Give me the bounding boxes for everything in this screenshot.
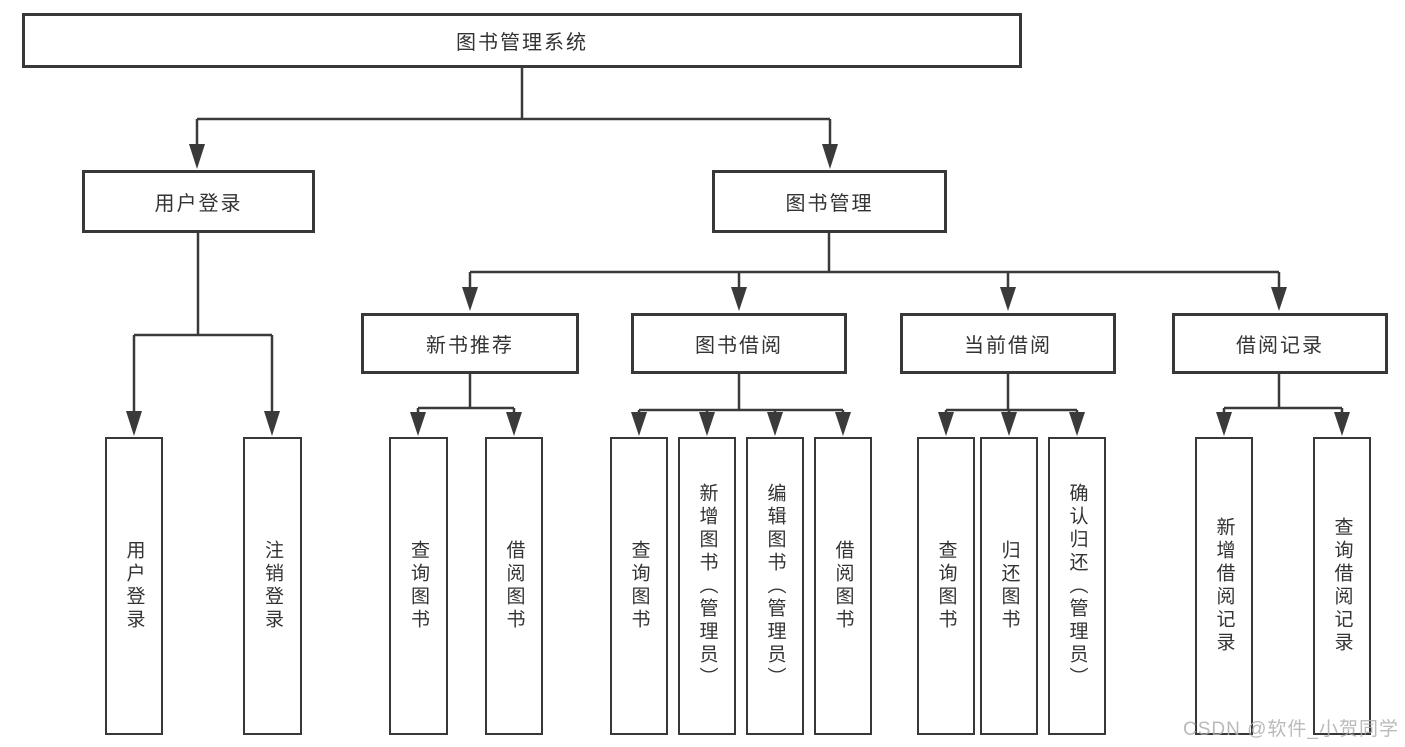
- arrow-down-icon: [189, 144, 205, 169]
- node-leaf-bb-query-book: 查询图书: [610, 437, 668, 735]
- node-leaf-user-login: 用户登录: [105, 437, 163, 735]
- arrow-down-icon: [835, 412, 851, 436]
- node-book-management-label: 图书管理: [785, 193, 874, 215]
- node-current-borrow-label: 当前借阅: [964, 335, 1052, 357]
- node-leaf-cb-return-book-label: 归还图书: [998, 540, 1020, 632]
- arrow-down-icon: [631, 412, 647, 436]
- connector-bookmgmt-to-level3: [468, 233, 1281, 289]
- node-leaf-bb-add-book-admin: 新增图书（管理员）: [678, 437, 736, 735]
- connector-borrowrecord-to-children: [1222, 374, 1344, 414]
- arrow-down-icon: [410, 412, 426, 436]
- node-leaf-rec-borrow-book: 借阅图书: [485, 437, 543, 735]
- arrow-down-icon: [938, 412, 954, 436]
- connector-bookborrow-to-children: [637, 374, 845, 414]
- arrow-down-icon: [1069, 412, 1085, 436]
- arrow-down-icon: [1216, 412, 1232, 436]
- csdn-watermark: CSDN @软件_小贺同学: [1183, 719, 1399, 740]
- arrowhead-layer: [126, 144, 1350, 436]
- node-leaf-br-query-record: 查询借阅记录: [1313, 437, 1371, 735]
- node-leaf-cb-query-book-label: 查询图书: [935, 540, 957, 632]
- connector-currentborrow-to-children: [944, 374, 1079, 414]
- node-borrow-record-label: 借阅记录: [1236, 335, 1324, 357]
- node-leaf-user-login-label: 用户登录: [123, 540, 145, 632]
- node-leaf-bb-add-book-admin-label: 新增图书（管理员）: [696, 482, 718, 690]
- node-leaf-rec-query-book-label: 查询图书: [408, 540, 429, 632]
- arrow-down-icon: [767, 412, 783, 436]
- connector-newbookrec-to-children: [416, 374, 516, 414]
- node-leaf-rec-query-book: 查询图书: [389, 437, 448, 735]
- arrow-down-icon: [126, 411, 142, 436]
- node-root-label: 图书管理系统: [456, 32, 588, 54]
- node-leaf-br-add-record-label: 新增借阅记录: [1213, 517, 1235, 655]
- node-leaf-cb-confirm-return-admin-label: 确认归还（管理员）: [1066, 482, 1088, 690]
- node-leaf-br-query-record-label: 查询借阅记录: [1331, 517, 1353, 655]
- node-leaf-bb-borrow-book-label: 借阅图书: [832, 540, 854, 632]
- arrow-down-icon: [264, 411, 280, 436]
- arrow-down-icon: [699, 412, 715, 436]
- node-book-borrow: 图书借阅: [631, 313, 847, 374]
- node-leaf-logout-label: 注销登录: [262, 540, 283, 632]
- node-new-book-recommend: 新书推荐: [361, 313, 579, 374]
- node-leaf-bb-edit-book-admin-label: 编辑图书（管理员）: [764, 482, 786, 690]
- node-user-login-label: 用户登录: [154, 193, 243, 215]
- arrow-down-icon: [822, 144, 838, 169]
- node-new-book-recommend-label: 新书推荐: [426, 335, 514, 357]
- node-leaf-br-add-record: 新增借阅记录: [1195, 437, 1253, 735]
- node-leaf-bb-borrow-book: 借阅图书: [814, 437, 872, 735]
- arrow-down-icon: [731, 287, 747, 311]
- node-leaf-cb-confirm-return-admin: 确认归还（管理员）: [1048, 437, 1106, 735]
- node-user-login: 用户登录: [82, 170, 315, 233]
- arrow-down-icon: [506, 412, 522, 436]
- node-leaf-bb-query-book-label: 查询图书: [628, 540, 650, 632]
- node-leaf-rec-borrow-book-label: 借阅图书: [503, 540, 525, 632]
- connector-root-to-level2: [195, 68, 832, 146]
- node-borrow-record: 借阅记录: [1172, 313, 1388, 374]
- arrow-down-icon: [1271, 287, 1287, 311]
- arrow-down-icon: [1334, 412, 1350, 436]
- node-book-borrow-label: 图书借阅: [695, 335, 783, 357]
- arrow-down-icon: [1001, 412, 1017, 436]
- node-current-borrow: 当前借阅: [900, 313, 1116, 374]
- node-leaf-logout: 注销登录: [243, 437, 302, 735]
- node-book-management: 图书管理: [712, 170, 947, 233]
- node-root: 图书管理系统: [22, 13, 1022, 68]
- node-leaf-cb-query-book: 查询图书: [917, 437, 975, 735]
- arrow-down-icon: [1000, 287, 1016, 311]
- node-leaf-bb-edit-book-admin: 编辑图书（管理员）: [746, 437, 804, 735]
- arrow-down-icon: [462, 287, 478, 311]
- connector-userlogin-to-children: [132, 233, 274, 413]
- node-leaf-cb-return-book: 归还图书: [980, 437, 1038, 735]
